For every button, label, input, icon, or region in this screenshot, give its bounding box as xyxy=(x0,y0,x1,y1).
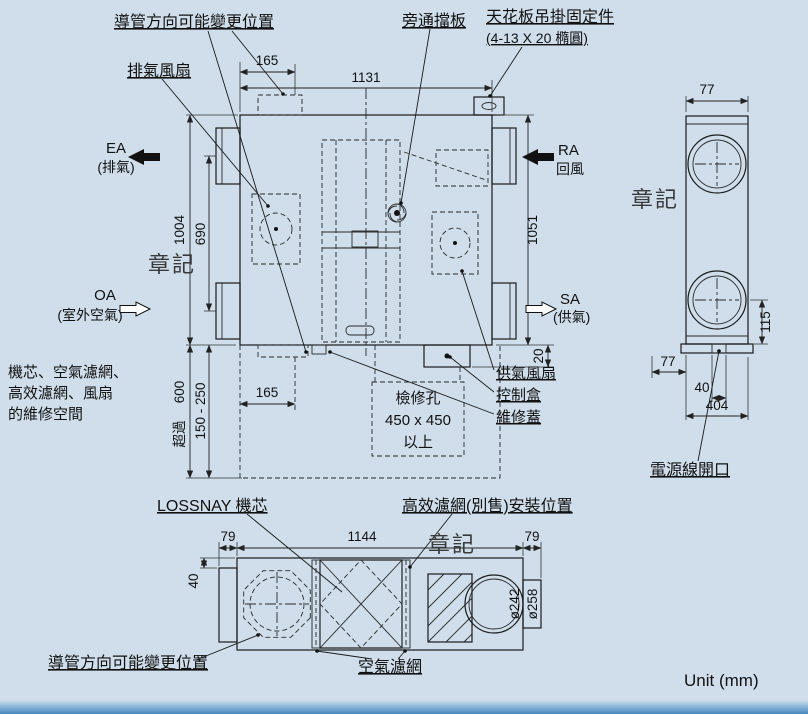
label-supply-fan: 供氣風扇 xyxy=(496,365,556,382)
bottom-dimensions: 79 1144 79 40 ø242 ø258 xyxy=(186,529,542,620)
duct-octagon xyxy=(243,570,311,638)
exhaust-fan-plan xyxy=(251,193,301,265)
label-power-cord-opening: 電源線開口 xyxy=(650,461,730,479)
watermark-bottom: 章記 xyxy=(428,532,476,557)
watermarks: 章記 章記 章記 xyxy=(148,187,679,557)
oa-duct-stub xyxy=(215,282,241,340)
label-ea-sub: (排氣) xyxy=(97,159,134,175)
ceiling-bracket xyxy=(473,96,505,116)
dim-1004: 1004 xyxy=(172,214,187,245)
side-duct-circle-bottom xyxy=(687,270,747,330)
lossnay-core-plan xyxy=(321,139,401,343)
dim-600: 600 xyxy=(172,381,187,404)
dim-20: 20 xyxy=(531,348,546,363)
label-maintenance-space-2: 高效濾網、風扇 xyxy=(8,385,113,402)
dim-1051: 1051 xyxy=(525,215,540,245)
label-duct-change-bottom: 導管方向可能變更位置 xyxy=(48,653,208,672)
bottom-view xyxy=(218,557,542,651)
dim-77-top: 77 xyxy=(699,82,714,97)
label-ra-sub: 回風 xyxy=(556,161,584,177)
label-sa: SA xyxy=(560,291,580,308)
air-filter-right xyxy=(401,559,411,649)
control-box xyxy=(423,344,471,368)
leader-lines xyxy=(161,28,721,661)
dim-77-side: 77 xyxy=(660,354,675,369)
dim-79-right: 79 xyxy=(524,529,539,544)
label-ceiling-fixture-spec: (4-13 X 20 橢圓) xyxy=(486,30,588,46)
dim-1131: 1131 xyxy=(351,70,380,85)
dim-115: 115 xyxy=(758,311,773,333)
label-inspection-2: 450 x 450 xyxy=(385,412,451,429)
left-duct-stub xyxy=(218,567,238,643)
label-ceiling-fixture: 天花板吊掛固定件 xyxy=(486,8,614,26)
dim-165-top: 165 xyxy=(256,53,279,68)
side-dimensions: 77 115 77 40 404 xyxy=(651,82,773,420)
ra-arrow-icon xyxy=(522,149,554,165)
label-ra: RA xyxy=(558,142,579,159)
bottom-fitting xyxy=(311,344,327,355)
dim-dia258: ø258 xyxy=(525,589,540,620)
dim-40-side: 40 xyxy=(694,380,709,395)
side-duct-circle-top xyxy=(687,134,747,194)
dim-600-prefix: 超過 xyxy=(172,420,187,447)
sa-duct-stub xyxy=(491,282,517,340)
supply-fan-plan xyxy=(431,211,479,275)
label-sa-sub: (供氣) xyxy=(553,309,590,325)
watermark-right: 章記 xyxy=(631,187,679,212)
ea-duct-stub xyxy=(215,127,241,185)
label-exhaust-fan: 排氣風扇 xyxy=(127,62,191,80)
lossnay-core-front xyxy=(319,559,403,649)
label-maintenance-cover: 維修蓋 xyxy=(496,409,541,426)
bottom-duct-alt-position xyxy=(257,344,309,358)
label-lossnay-core: LOSSNAY 機芯 xyxy=(157,497,268,515)
top-duct-alt-position xyxy=(257,94,303,116)
dim-79-left: 79 xyxy=(220,529,235,544)
sa-arrow-icon xyxy=(525,301,558,317)
air-filter-left xyxy=(311,559,321,649)
ra-duct-stub xyxy=(491,127,517,185)
main-view xyxy=(215,88,517,479)
inspection-hole xyxy=(371,381,465,457)
dim-690: 690 xyxy=(193,223,208,246)
label-inspection-3: 以上 xyxy=(403,434,433,451)
label-oa: OA xyxy=(94,287,116,304)
label-air-filter: 空氣濾網 xyxy=(358,658,422,676)
oa-arrow-icon xyxy=(119,301,152,317)
footer-gradient xyxy=(0,700,808,714)
airflow-arrows xyxy=(119,149,558,317)
dim-404: 404 xyxy=(706,398,729,413)
label-inspection-1: 檢修孔 xyxy=(395,390,440,407)
dim-40-bottom: 40 xyxy=(186,573,201,588)
label-maintenance-space-3: 的維修空間 xyxy=(8,406,83,423)
label-unit-mm: Unit (mm) xyxy=(684,671,759,690)
maintenance-space-boundary xyxy=(239,345,501,479)
label-high-eff-filter: 高效濾網(別售)安裝位置 xyxy=(402,497,573,515)
text-labels: 導管方向可能變更位置 排氣風扇 旁通擋板 天花板吊掛固定件 (4-13 X 20… xyxy=(8,8,759,690)
bypass-damper-area xyxy=(403,149,489,187)
label-ea: EA xyxy=(106,140,126,157)
ea-arrow-icon xyxy=(128,149,160,165)
dim-150-250: 150 - 250 xyxy=(193,382,208,439)
label-control-box: 控制盒 xyxy=(496,387,541,404)
side-view xyxy=(680,115,754,354)
label-maintenance-space-1: 機芯、空氣濾網、 xyxy=(8,364,128,381)
side-base-plate xyxy=(680,343,754,354)
label-oa-sub: (室外空氣) xyxy=(57,307,122,323)
watermark-left: 章記 xyxy=(148,252,196,277)
collar-circles xyxy=(464,574,524,634)
main-dimensions: 165 1131 1004 690 600 超過 150 - 250 1051 … xyxy=(172,53,554,479)
label-duct-change-top: 導管方向可能變更位置 xyxy=(114,12,274,31)
dim-1144: 1144 xyxy=(347,529,377,544)
bracket-oval-hole xyxy=(481,102,497,110)
label-bypass-damper: 旁通擋板 xyxy=(402,12,466,30)
bypass-fan-icon xyxy=(387,203,407,223)
dim-dia242: ø242 xyxy=(507,589,522,620)
dim-165-bottom: 165 xyxy=(256,385,279,400)
